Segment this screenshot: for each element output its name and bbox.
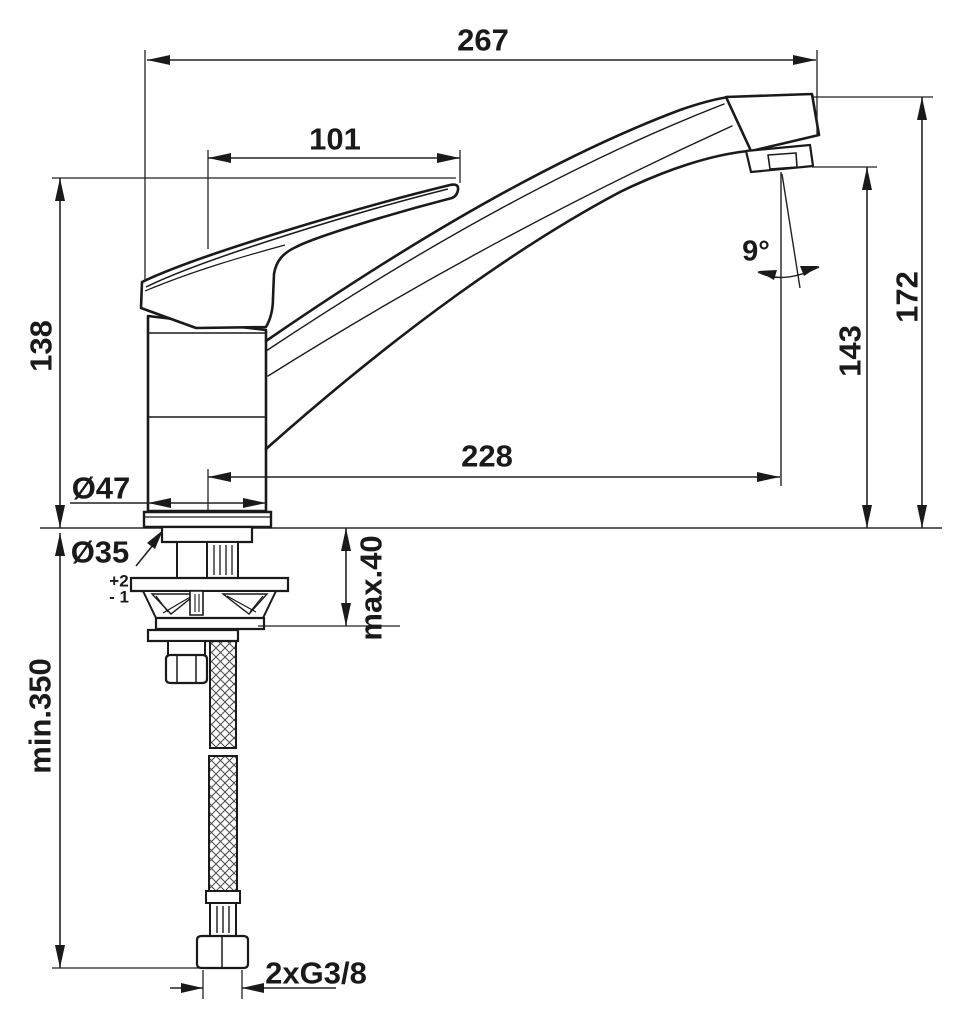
label-tolerance-minus: - 1 <box>109 587 129 607</box>
dimension-d47 <box>70 498 266 508</box>
stud <box>167 640 206 656</box>
label-spout-reach: 228 <box>461 438 513 474</box>
label-outlet-height: 143 <box>832 325 868 377</box>
label-handle-projection: 101 <box>309 121 361 157</box>
clamp-ring <box>154 616 266 631</box>
aerator-screen <box>767 152 798 170</box>
label-max-counter-thickness: max.40 <box>353 535 389 641</box>
label-tolerance-plus: +2 <box>109 571 129 591</box>
faucet-body <box>146 314 268 513</box>
mounting-hardware <box>129 525 290 685</box>
dimension-267 <box>144 50 818 281</box>
faucet-handle <box>139 183 460 330</box>
dimension-138 <box>52 177 456 528</box>
dimension-d35-leader <box>135 530 163 567</box>
dimension-2xg38 <box>170 970 336 999</box>
label-min-hose-clearance: min.350 <box>22 658 58 774</box>
supply-hose <box>195 640 250 970</box>
label-overall-height: 172 <box>889 271 925 323</box>
hose-fitting <box>206 541 239 579</box>
dimension-min350 <box>52 533 200 969</box>
faucet-spout-arm <box>264 95 750 451</box>
label-outlet-angle: 9° <box>742 235 770 268</box>
dimension-9deg <box>757 172 820 486</box>
dimension-172 <box>813 96 933 528</box>
shank <box>176 541 208 579</box>
label-hose-connection: 2xG3/8 <box>265 955 367 991</box>
shank-flange <box>160 525 254 544</box>
horseshoe-washer <box>129 576 290 593</box>
faucet-spout-head <box>724 92 821 174</box>
label-overall-length: 267 <box>457 22 509 58</box>
label-body-diameter: Ø47 <box>71 470 131 506</box>
dimension-143 <box>812 166 877 528</box>
faucet-base-plate <box>142 510 273 529</box>
hose-ferrule <box>205 890 241 904</box>
dimension-101 <box>207 150 461 249</box>
dimension-max40 <box>258 528 400 627</box>
label-mounting-hole-diameter: Ø35 <box>70 534 130 570</box>
label-handle-height: 138 <box>23 320 59 372</box>
dimension-228 <box>207 469 780 512</box>
bottom-plate <box>146 628 240 643</box>
mounting-nut <box>164 653 209 685</box>
